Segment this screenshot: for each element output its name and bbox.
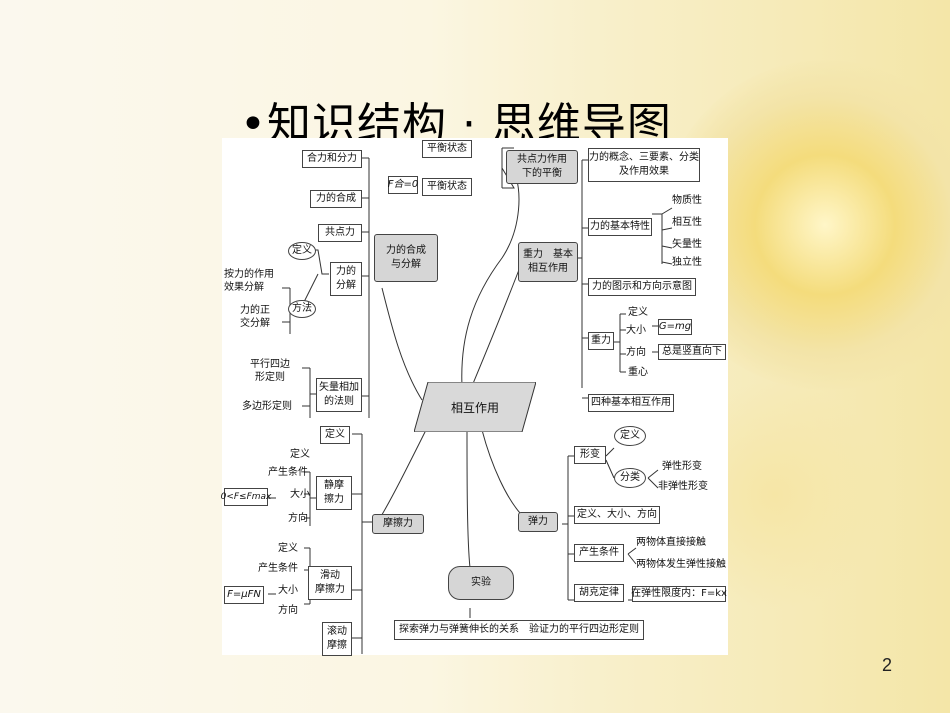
hub-composition: 力的合成 与分解 — [374, 234, 438, 282]
hub-elastic: 弹力 — [518, 512, 558, 532]
gravity-node: 重力 — [588, 332, 614, 350]
force-concept: 力的概念、三要素、分类 及作用效果 — [588, 148, 700, 182]
static-direction: 方向 — [288, 513, 308, 524]
sliding-formula: F=μFN — [224, 586, 264, 604]
method-by-effect: 按力的作用 效果分解 — [224, 269, 274, 293]
hub-equilibrium: 共点力作用 下的平衡 — [506, 150, 578, 184]
balance-state-2: 平衡状态 — [422, 178, 472, 196]
static-condition: 产生条件 — [268, 467, 308, 478]
deformation: 形变 — [574, 446, 606, 464]
gravity-direction: 方向 — [626, 347, 646, 358]
experiment-detail: 探索弹力与弹簧伸长的关系 验证力的平行四边形定则 — [394, 620, 644, 640]
cond-elastic-contact: 两物体发生弹性接触 — [636, 559, 726, 570]
deform-elastic: 弹性形变 — [662, 461, 702, 472]
static-size: 大小 — [290, 489, 310, 500]
decomp-definition: 定义 — [288, 242, 316, 260]
deform-inelastic: 非弹性形变 — [658, 481, 708, 492]
elastic-properties: 定义、大小、方向 — [574, 506, 660, 524]
prop-mutual: 相互性 — [672, 217, 702, 228]
gravity-vertical: 总是竖直向下 — [658, 344, 726, 360]
deform-classify: 分类 — [614, 468, 646, 488]
gravity-center: 重心 — [628, 367, 648, 378]
static-formula: 0<F≤Fmax — [221, 488, 271, 506]
mind-map-connectors — [268, 147, 673, 654]
gravity-definition: 定义 — [628, 307, 648, 318]
item-resultant: 合力和分力 — [302, 150, 362, 168]
sliding-size: 大小 — [278, 585, 298, 596]
center-node: 相互作用 — [414, 382, 536, 432]
force-diagram: 力的图示和方向示意图 — [588, 278, 696, 296]
mind-map: 相互作用 力的合成 与分解 合力和分力 力的合成 共点力 力的 分解 定义 方法… — [221, 138, 728, 656]
rule-parallelogram: 平行四边 形定则 — [250, 359, 290, 383]
sliding-definition: 定义 — [278, 543, 298, 554]
deform-definition: 定义 — [614, 426, 646, 446]
balance-state-1: 平衡状态 — [422, 140, 472, 158]
branch-lower-right — [481, 429, 521, 514]
basic-properties: 力的基本特性 — [588, 218, 652, 236]
prop-vector: 矢量性 — [672, 239, 702, 250]
item-composition: 力的合成 — [310, 190, 362, 208]
four-interactions: 四种基本相互作用 — [588, 394, 674, 412]
prop-material: 物质性 — [672, 195, 702, 206]
static-definition: 定义 — [290, 449, 310, 460]
page-number: 2 — [881, 655, 892, 675]
elastic-condition: 产生条件 — [574, 544, 624, 562]
hub-experiment: 实验 — [448, 566, 514, 600]
item-concurrent: 共点力 — [318, 224, 362, 242]
net-force-zero: F合=0 — [388, 176, 418, 194]
rule-polygon: 多边形定则 — [242, 401, 292, 412]
branch-upper-right — [471, 261, 523, 387]
method-orthogonal: 力的正 交分解 — [240, 305, 270, 329]
hooke-law: 胡克定律 — [574, 584, 624, 602]
decomp-method: 方法 — [288, 300, 316, 318]
hub-gravity: 重力 基本 相互作用 — [518, 242, 578, 282]
branch-upper-left — [381, 287, 423, 401]
rolling-friction: 滚动 摩擦 — [322, 622, 352, 656]
sliding-direction: 方向 — [278, 605, 298, 616]
hub-friction: 摩擦力 — [372, 514, 424, 534]
prop-independent: 独立性 — [672, 257, 702, 268]
sliding-condition: 产生条件 — [258, 563, 298, 574]
hooke-detail: 在弹性限度内：F=kx — [631, 586, 727, 602]
sliding-friction: 滑动 摩擦力 — [308, 566, 352, 600]
center-label: 相互作用 — [450, 400, 499, 415]
friction-definition: 定义 — [320, 426, 350, 444]
cond-contact: 两物体直接接触 — [636, 537, 706, 548]
gravity-formula: G=mg — [658, 319, 692, 335]
branch-lower-left — [379, 427, 428, 519]
item-vector-rule: 矢量相加 的法则 — [316, 378, 362, 412]
static-friction: 静摩 擦力 — [316, 476, 352, 510]
item-decomposition: 力的 分解 — [330, 262, 362, 296]
gravity-size: 大小 — [626, 325, 646, 336]
branch-experiment — [466, 430, 471, 569]
branch-upper-right-top — [461, 171, 520, 387]
